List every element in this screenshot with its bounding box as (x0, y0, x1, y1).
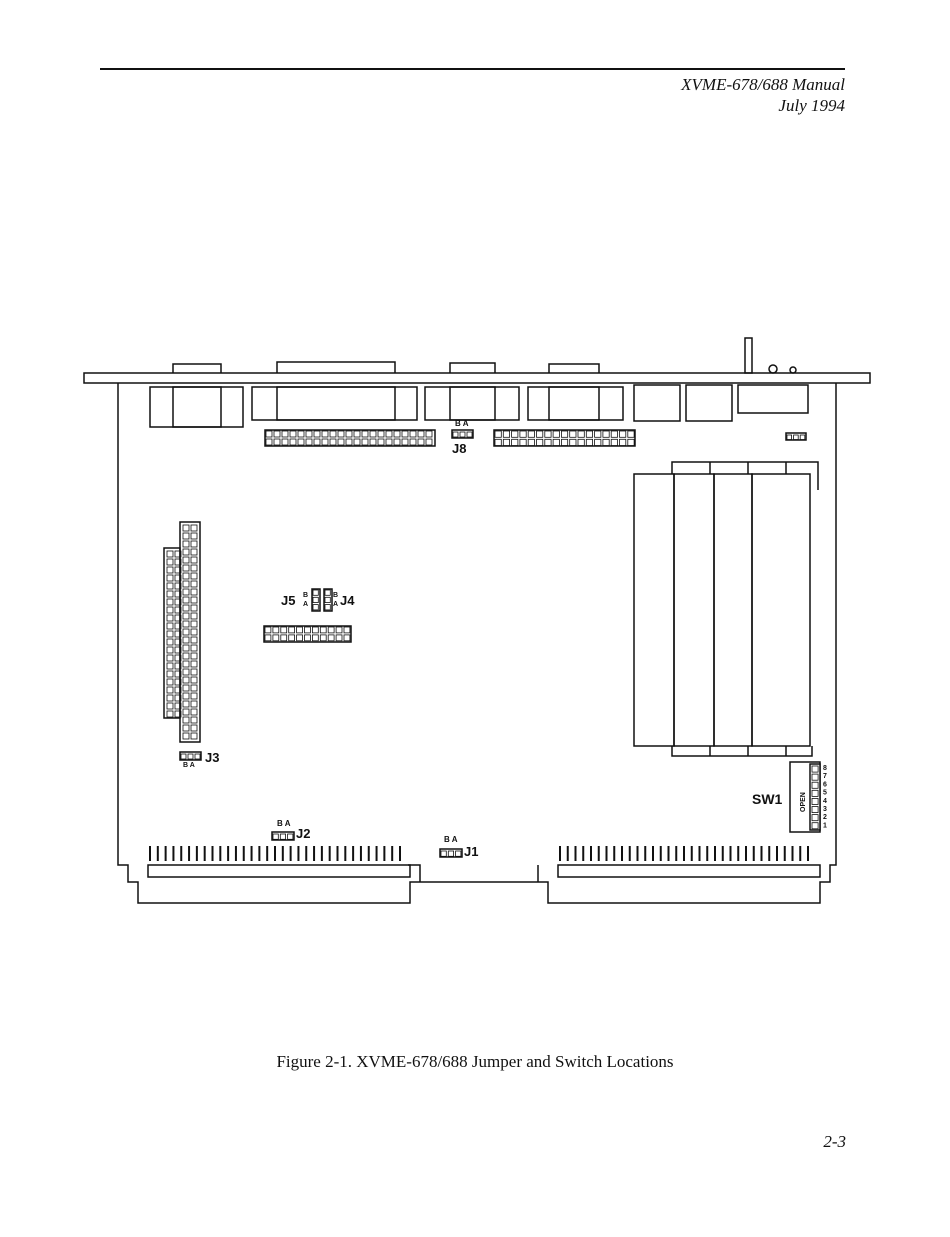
j8-label: J8 (452, 441, 466, 456)
j2-jumper (272, 832, 294, 840)
connector-2-inner (277, 387, 395, 420)
j2-label: J2 (296, 826, 310, 841)
panel-toggle (745, 338, 752, 373)
j4-a-label: A (333, 601, 338, 608)
top-pin-header-right (494, 430, 635, 446)
panel-bump-3 (450, 363, 495, 373)
left-connector-outer (164, 548, 180, 718)
memory-module-1 (634, 474, 674, 746)
p1-connector-body (148, 865, 410, 877)
connector-1-inner (173, 387, 221, 427)
connector-5 (634, 385, 680, 421)
panel-screw (790, 367, 796, 373)
sw1-open-label: OPEN (800, 792, 807, 812)
middle-pin-header (264, 626, 351, 642)
connector-4-inner (549, 387, 599, 420)
j8-ab-label: B A (455, 419, 469, 428)
sw1-position-number: 3 (823, 806, 827, 813)
edge-fingers (150, 846, 808, 861)
memory-module-4 (752, 474, 810, 746)
sw1-position-number: 4 (823, 798, 827, 805)
sw1-position-number: 7 (823, 773, 827, 780)
p2-connector-body (558, 865, 820, 877)
j1-jumper (440, 849, 462, 857)
board-outline (118, 383, 836, 903)
connector-7 (738, 385, 808, 413)
j1-ab-label: B A (444, 835, 458, 844)
sw1-position-number: 8 (823, 765, 827, 772)
j2-ab-label: B A (277, 819, 291, 828)
sw1-label: SW1 (752, 791, 783, 807)
panel-bump-1 (173, 364, 221, 373)
j1-label: J1 (464, 844, 478, 859)
connector-1 (150, 387, 243, 427)
j5-a-label: A (303, 601, 308, 608)
page-number: 2-3 (823, 1132, 846, 1152)
connector-4 (528, 387, 623, 420)
sw1-position-number: 1 (823, 822, 827, 829)
j4-label: J4 (340, 593, 355, 608)
j5-label: J5 (281, 593, 295, 608)
memory-module-caps (672, 462, 818, 756)
top-pin-header-left (265, 430, 435, 446)
memory-module-3 (714, 474, 752, 746)
j4-b-label: B (333, 592, 338, 599)
panel-led (769, 365, 777, 373)
j3-label: J3 (205, 750, 219, 765)
sw1-position-number: 2 (823, 814, 827, 821)
connector-6 (686, 385, 732, 421)
panel-bump-2 (277, 362, 395, 373)
panel-bump-4 (549, 364, 599, 373)
connector-3 (425, 387, 519, 420)
pin-grids (167, 431, 818, 856)
j3-ab-label: B A (183, 762, 195, 769)
sw1-position-number: 6 (823, 781, 827, 788)
j5-b-label: B (303, 592, 308, 599)
figure-caption: Figure 2-1. XVME-678/688 Jumper and Swit… (0, 1052, 950, 1072)
top-right-header (786, 433, 806, 440)
connector-3-inner (450, 387, 495, 420)
front-panel (84, 373, 870, 383)
sw1-position-number: 5 (823, 790, 827, 797)
memory-module-2 (674, 474, 714, 746)
